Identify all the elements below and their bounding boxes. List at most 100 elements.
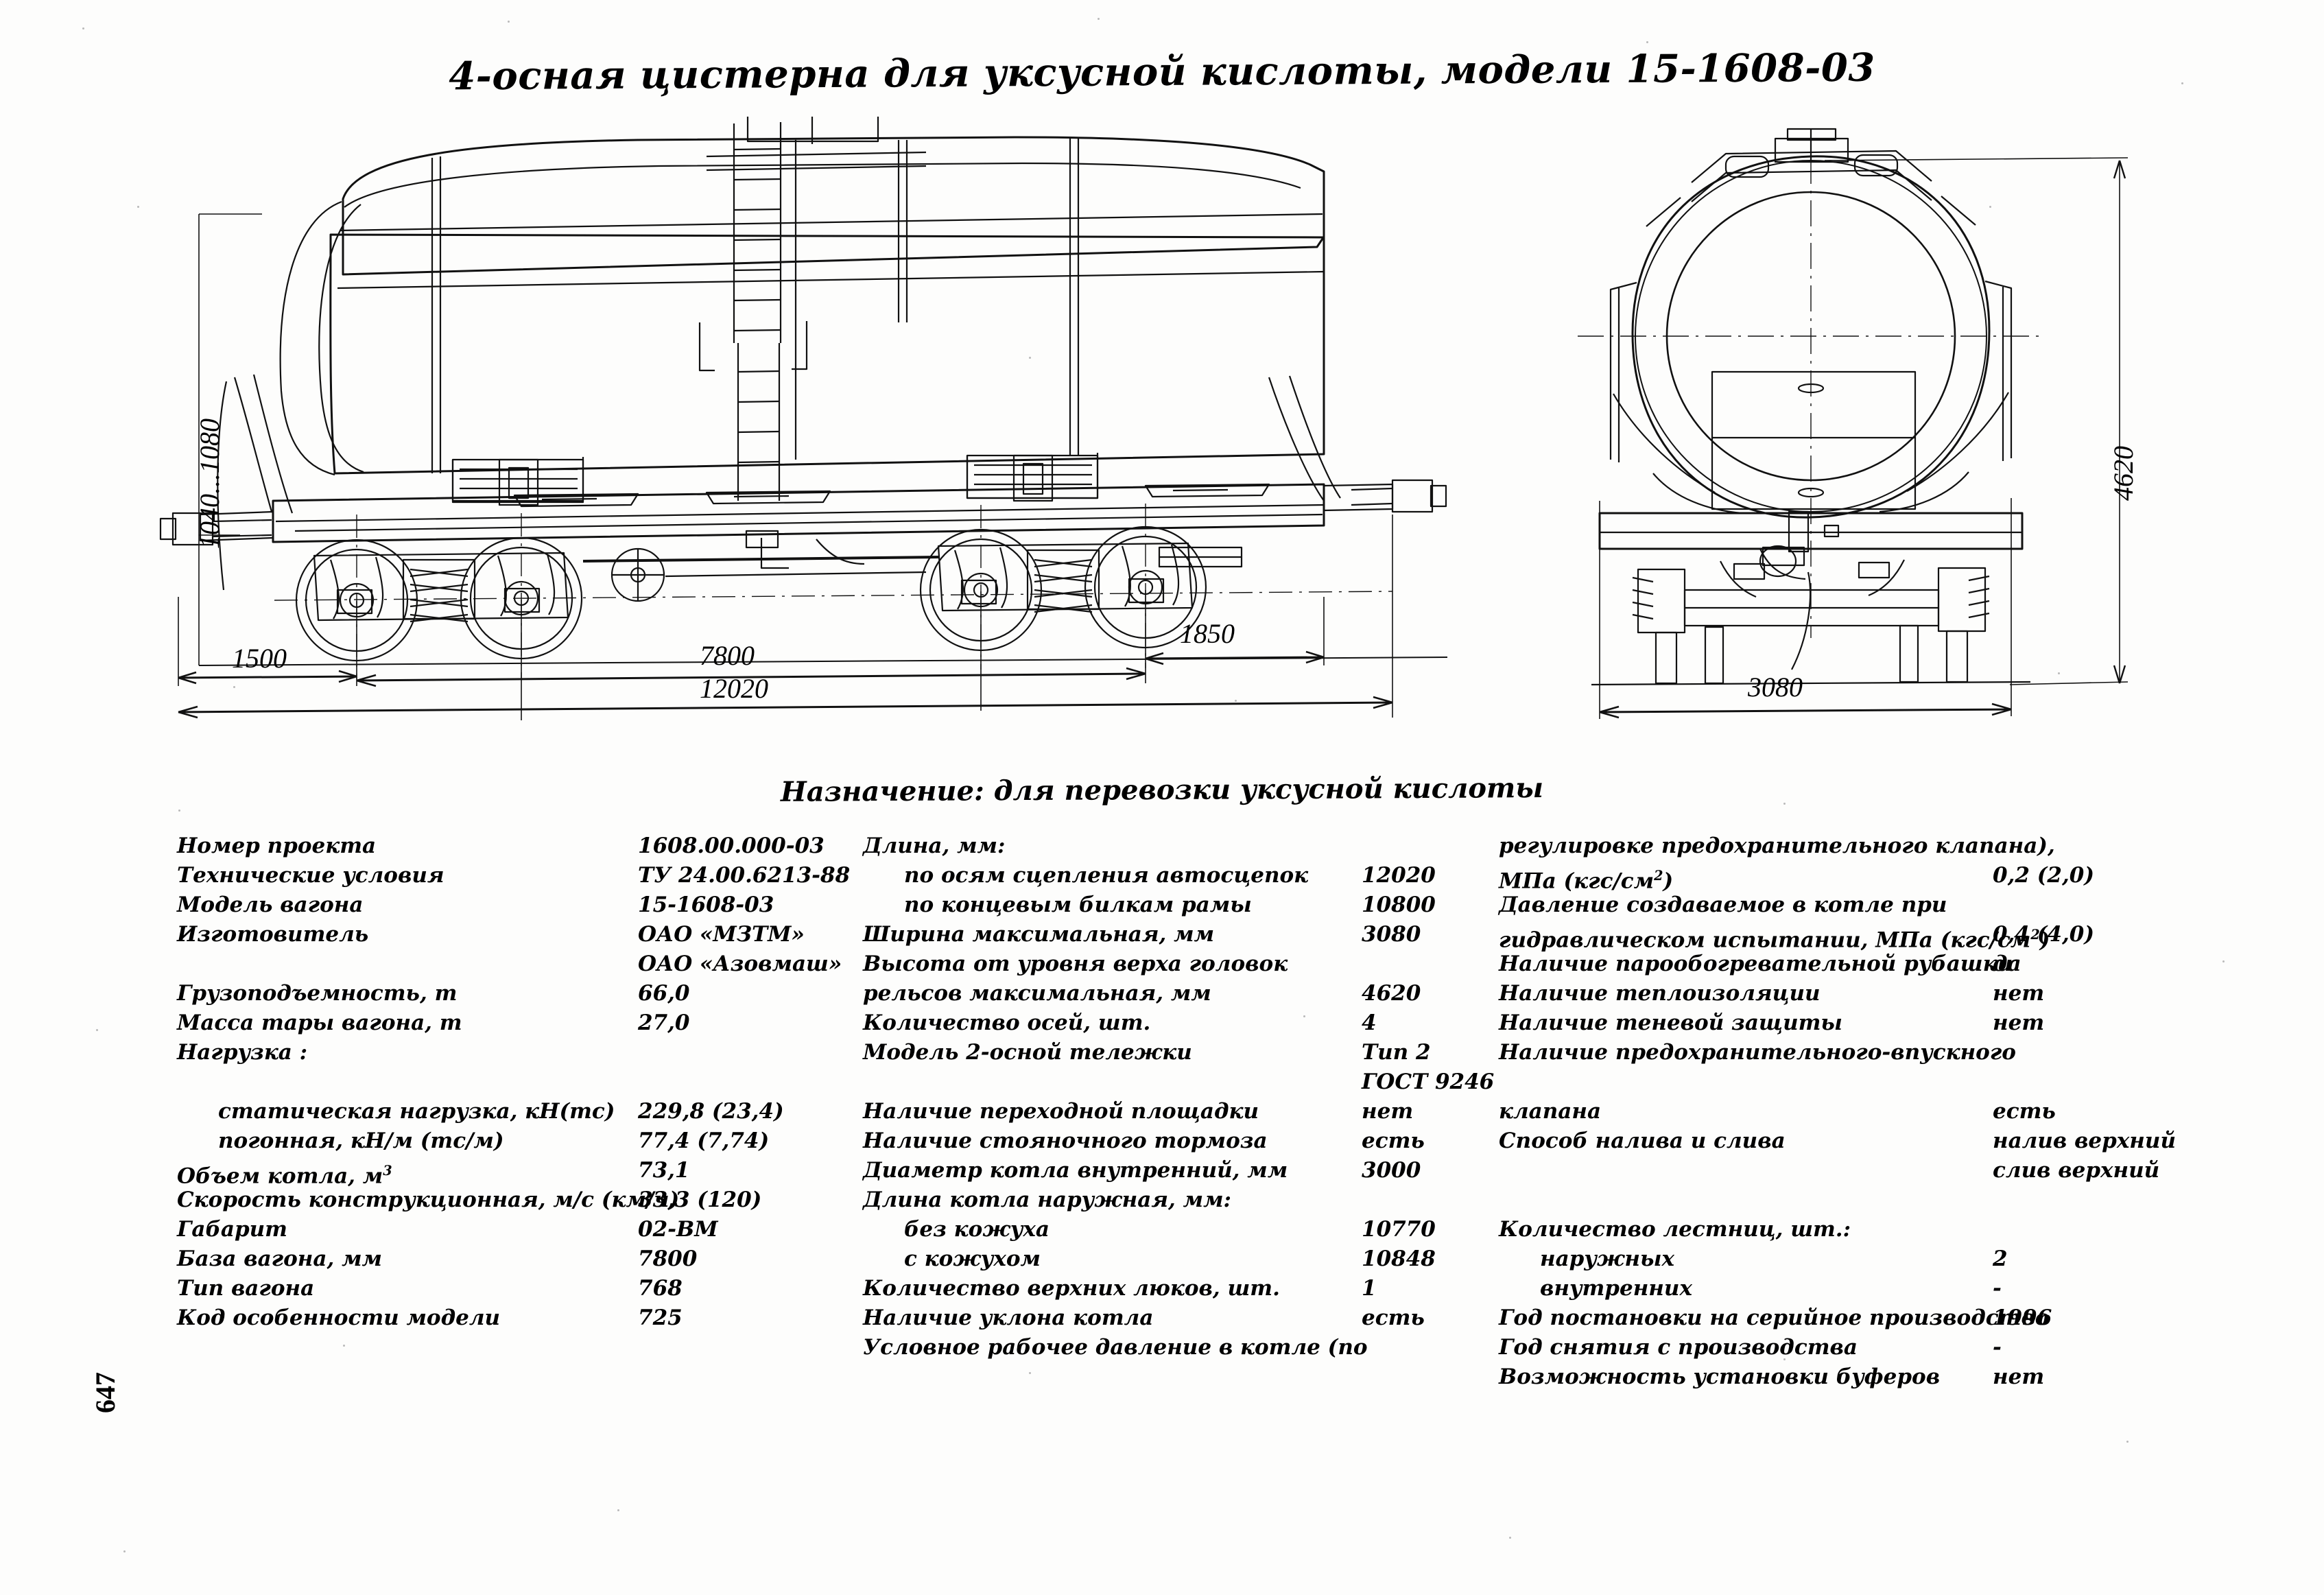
- scan-artifact: [2181, 82, 2183, 84]
- coupler-left: [159, 512, 272, 546]
- spec-label: Наличие уклона котла: [863, 1305, 1154, 1330]
- spec-value: 73,1: [638, 1158, 690, 1183]
- spec-value: 3080: [1362, 922, 1421, 947]
- scan-artifact: [1098, 796, 1100, 798]
- dim-coupler-height-label: 1040...1080: [194, 418, 225, 549]
- ladder-center: [733, 122, 782, 343]
- spec-label: МПа (кгс/см2): [1499, 868, 1674, 894]
- spec-label: Наличие предохранительного-впускного: [1499, 1040, 2016, 1065]
- scan-artifact: [1029, 1372, 1031, 1374]
- scan-artifact: [1783, 1358, 1786, 1360]
- technical-drawing: 1040...1080 1500 7800 1850 12020 4620 30…: [158, 117, 2188, 720]
- spec-value: нет: [1993, 981, 2045, 1006]
- spec-value: есть: [1362, 1129, 1425, 1153]
- spec-value: ГОСТ 9246: [1362, 1070, 1495, 1094]
- spec-label: Изготовитель: [177, 922, 369, 947]
- spec-label: по концевым билкам рамы: [904, 893, 1252, 917]
- spec-label: без кожуха: [904, 1217, 1050, 1242]
- spec-value: 768: [638, 1276, 683, 1301]
- scan-artifact: [617, 1509, 619, 1511]
- scan-artifact: [233, 686, 235, 688]
- spec-label: Нагрузка :: [177, 1040, 308, 1065]
- scan-artifact: [178, 810, 180, 812]
- spec-label: Скорость конструкционная, м/с (км/ч): [177, 1188, 680, 1212]
- spec-value: ТУ 24.00.6213-88: [638, 863, 851, 888]
- side-view-dimensions: [178, 213, 1393, 720]
- spec-label: Условное рабочее давление в котле (по: [863, 1335, 1368, 1360]
- spec-label: Наличие теплоизоляции: [1499, 981, 1821, 1006]
- spec-label: База вагона, мм: [177, 1247, 383, 1271]
- page-number: 647: [90, 1372, 121, 1413]
- spec-value: 77,4 (7,74): [638, 1129, 770, 1153]
- scan-artifact: [2126, 1441, 2129, 1443]
- spec-value: 725: [638, 1305, 683, 1330]
- spec-label: наружных: [1540, 1247, 1675, 1271]
- end-view-dimensions: [1599, 157, 2129, 719]
- superscript: 3: [383, 1163, 392, 1179]
- spec-label: Наличие переходной площадки: [863, 1099, 1259, 1124]
- scan-artifact: [96, 1029, 98, 1031]
- spec-label: Длина, мм:: [863, 834, 1006, 858]
- spec-label: Масса тары вагона, т: [177, 1011, 462, 1035]
- scan-artifact: [1783, 803, 1786, 805]
- spec-label: с кожухом: [904, 1247, 1041, 1271]
- spec-label: Количество верхних люков, шт.: [863, 1276, 1280, 1301]
- spec-label: Грузоподъемность, т: [177, 981, 458, 1006]
- scan-artifact: [1989, 206, 1991, 208]
- scan-artifact: [1235, 700, 1237, 702]
- dim-wheelbase-label: 7800: [700, 640, 755, 671]
- drawing-svg: [159, 117, 2129, 720]
- bogie-right: [919, 525, 1207, 652]
- spec-value: 4620: [1362, 981, 1421, 1006]
- coupler-right: [1351, 479, 1447, 513]
- spec-value: 1996: [1993, 1305, 2052, 1330]
- scan-artifact: [1098, 18, 1100, 20]
- spec-label: Объем котла, м3: [177, 1163, 392, 1189]
- superscript: 2: [1654, 868, 1663, 884]
- scan-artifact: [1646, 41, 1648, 43]
- scan-artifact: [137, 206, 139, 208]
- spec-value: 33,3 (120): [638, 1188, 762, 1212]
- spec-label: Количество осей, шт.: [863, 1011, 1151, 1035]
- spec-label: Год снятия с производства: [1499, 1335, 1858, 1360]
- spec-label: Модель вагона: [177, 893, 364, 917]
- spec-column-right-labels: регулировке предохранительного клапана),…: [1499, 831, 2055, 1392]
- spec-value: 4: [1362, 1011, 1377, 1035]
- spec-label: рельсов максимальная, мм: [863, 981, 1211, 1006]
- spec-value: 1: [1362, 1276, 1377, 1301]
- spec-value: налив верхний: [1993, 1129, 2176, 1153]
- spec-value: -: [1993, 1335, 2002, 1360]
- spec-value: ОАО «Азовмаш»: [638, 952, 842, 976]
- spec-label: Ширина максимальная, мм: [863, 922, 1215, 947]
- spec-value: ОАО «МЗТМ»: [638, 922, 805, 947]
- spec-label: Наличие парообогревательной рубашки: [1499, 952, 2013, 976]
- spec-value: 2: [1993, 1247, 2008, 1271]
- spec-value: нет: [1362, 1099, 1414, 1124]
- dim-max-height-label: 4620: [2108, 446, 2139, 501]
- spec-label: Диаметр котла внутренний, мм: [863, 1158, 1288, 1183]
- spec-label: Наличие теневой защиты: [1499, 1011, 1842, 1035]
- spec-value: 229,8 (23,4): [638, 1099, 784, 1124]
- spec-value: да: [1993, 952, 2021, 976]
- spec-label: Количество лестниц, шт.:: [1499, 1217, 1851, 1242]
- spec-value: 66,0: [638, 981, 690, 1006]
- spec-value: есть: [1993, 1099, 2056, 1124]
- dim-overall-length-label: 12020: [700, 673, 768, 704]
- spec-value: 10770: [1362, 1217, 1436, 1242]
- scan-artifact: [1509, 1537, 1511, 1539]
- spec-label: Давление создаваемое в котле при: [1499, 893, 1947, 917]
- dim-overhang-front-label: 1500: [232, 643, 287, 674]
- spec-label: Габарит: [177, 1217, 287, 1242]
- spec-value: 10800: [1362, 893, 1436, 917]
- ladder-lower: [737, 343, 781, 501]
- spec-label: Год постановки на серийное производство: [1499, 1305, 2050, 1330]
- spec-label: Способ налива и слива: [1499, 1129, 1786, 1153]
- spec-label: внутренних: [1540, 1276, 1692, 1301]
- spec-label: Тип вагона: [177, 1276, 315, 1301]
